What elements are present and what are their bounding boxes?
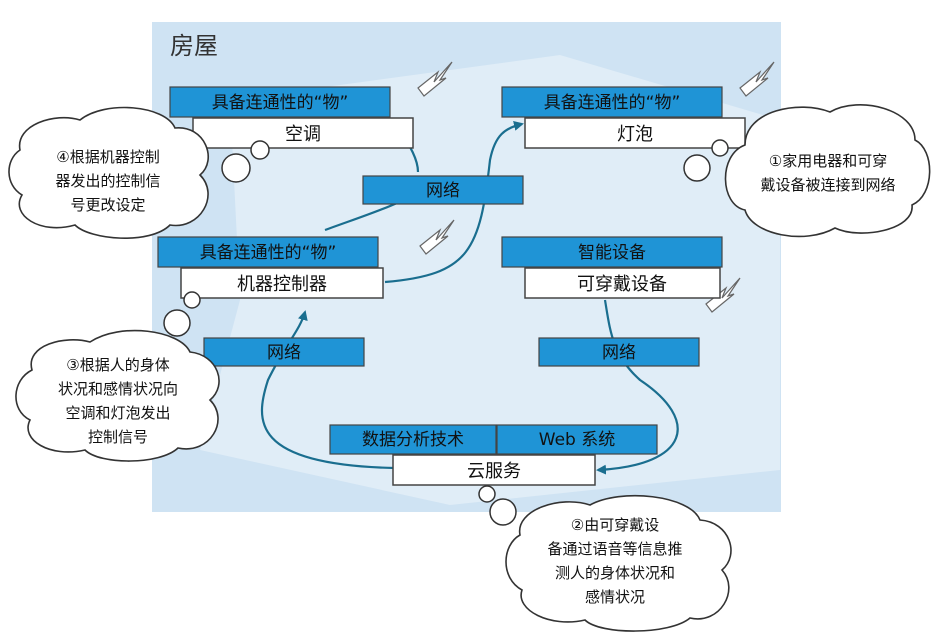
network-left: 网络: [203, 337, 365, 367]
bubble-1-line: ①家用电器和可穿: [769, 152, 887, 170]
house-label: 房屋: [170, 32, 218, 60]
bubble-4-line: ④根据机器控制: [56, 148, 159, 166]
wearable-device: 智能设备 可穿戴设备: [501, 236, 723, 299]
cloud-name: 云服务: [467, 461, 521, 482]
thought-bubble-2: ②由可穿戴设 备通过语音等信息推 测人的身体状况和 感情状况: [478, 485, 732, 632]
bubble-2-line: 备通过语音等信息推: [547, 540, 682, 558]
bubble-3-line: 空调和灯泡发出: [65, 404, 170, 422]
lightning-icon: [419, 219, 455, 255]
cloud-service: 数据分析技术 Web 系统 云服务: [329, 424, 658, 486]
ac-name: 空调: [285, 124, 321, 145]
thought-bubble-3: ③根据人的身体 状况和感情状况向 空调和灯泡发出 控制信号: [15, 291, 220, 462]
network-left-label: 网络: [267, 343, 301, 363]
bubble-3-line: 控制信号: [88, 428, 148, 446]
thought-bubble-1: ①家用电器和可穿 戴设备被连接到网络: [683, 104, 931, 238]
ac-device: 具备连通性的“物” 空调: [169, 86, 414, 149]
bubble-2-line: ②由可穿戴设: [571, 516, 659, 534]
bulb-device: 具备连通性的“物” 灯泡: [501, 86, 746, 149]
lightning-icon: [417, 61, 453, 97]
bubble-2-line: 感情状况: [585, 588, 645, 606]
thought-bubble-4: ④根据机器控制 器发出的控制信 号更改设定: [8, 106, 270, 239]
bubble-3-line: ③根据人的身体: [66, 356, 169, 374]
wearable-header: 智能设备: [578, 243, 646, 263]
bubble-4-line: 器发出的控制信: [55, 172, 160, 190]
controller-name: 机器控制器: [237, 274, 327, 295]
network-top-label: 网络: [426, 181, 460, 201]
bulb-header: 具备连通性的“物”: [544, 93, 681, 113]
controller-header: 具备连通性的“物”: [200, 243, 337, 263]
network-right-label: 网络: [602, 343, 636, 363]
cloud-tag-analytics: 数据分析技术: [362, 430, 464, 450]
bubble-3-line: 状况和感情状况向: [58, 380, 178, 398]
bulb-name: 灯泡: [617, 124, 653, 145]
lightning-icon: [739, 61, 775, 97]
network-right: 网络: [538, 337, 700, 367]
controller-device: 具备连通性的“物” 机器控制器: [157, 236, 384, 299]
lightning-icon: [705, 277, 741, 313]
arrow-to-controller: [260, 310, 396, 470]
bubble-2-line: 测人的身体状况和: [555, 564, 675, 582]
network-top: 网络: [362, 175, 524, 205]
bubble-4-line: 号更改设定: [70, 196, 145, 214]
bubble-1-line: 戴设备被连接到网络: [760, 176, 895, 194]
wearable-name: 可穿戴设备: [577, 274, 667, 295]
cloud-tag-web: Web 系统: [539, 430, 615, 450]
arrow-to-cloud: [596, 299, 679, 475]
ac-header: 具备连通性的“物”: [212, 93, 349, 113]
